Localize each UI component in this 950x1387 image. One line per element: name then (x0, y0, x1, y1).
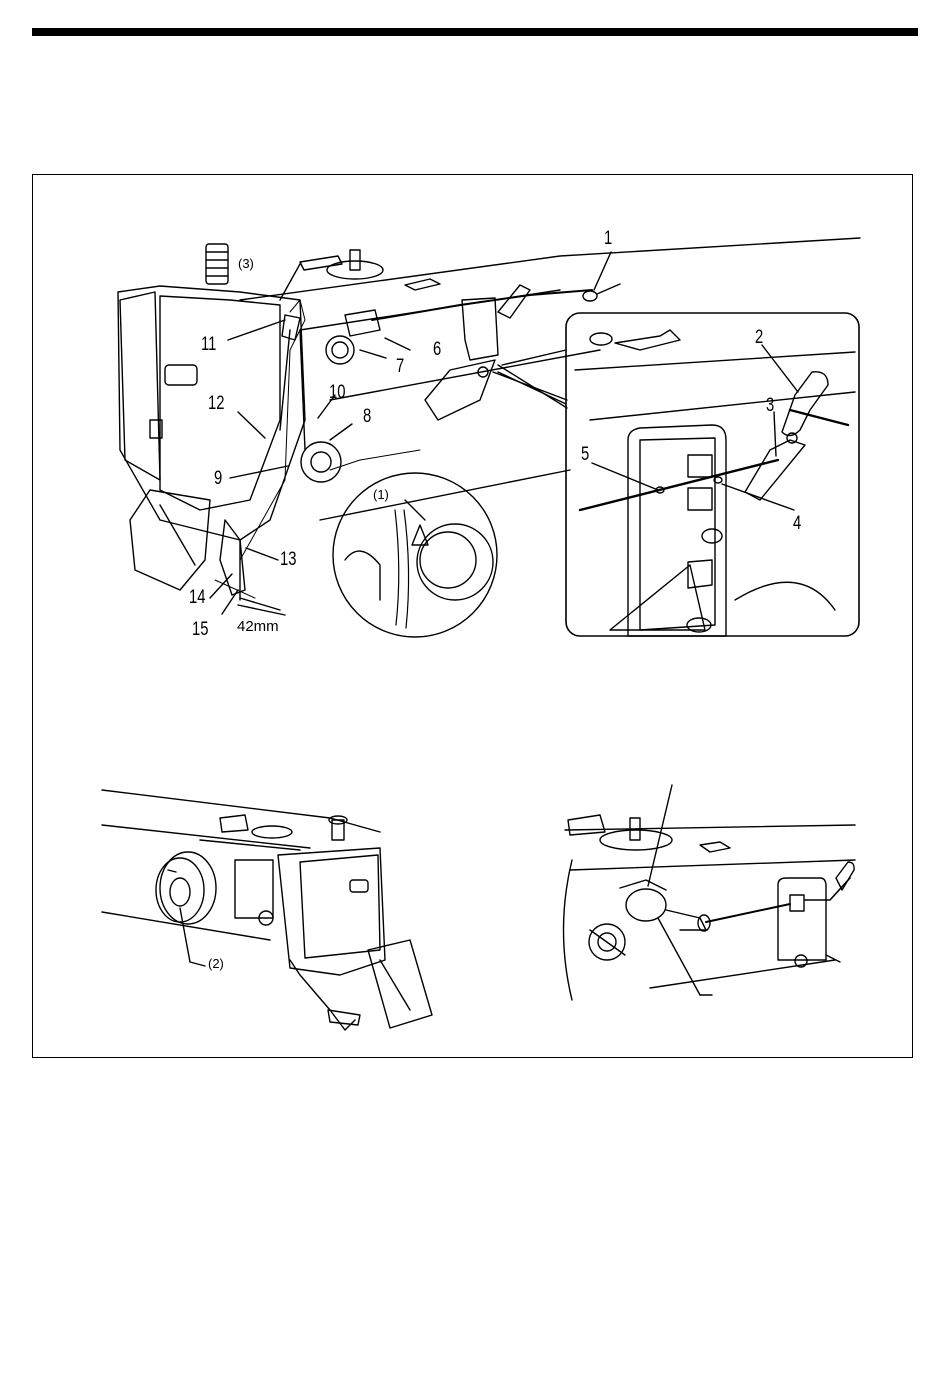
callout-13: 13 (280, 550, 296, 569)
callout-3: 3 (766, 396, 774, 415)
callout-11: 11 (201, 335, 216, 354)
machine-head-illustration (118, 238, 860, 615)
callout-4: 4 (793, 514, 801, 533)
callout-1: 1 (604, 229, 612, 248)
callout-10: 10 (329, 383, 345, 402)
callout-paren-3: (3) (238, 257, 254, 270)
callout-9: 9 (214, 469, 222, 488)
callout-8: 8 (363, 407, 371, 426)
callout-12: 12 (208, 394, 224, 413)
tension-disc-inset (333, 473, 497, 637)
callout-paren-1: (1) (373, 488, 389, 501)
callout-7: 7 (396, 357, 404, 376)
thread-path-illustration (564, 785, 856, 1000)
handwheel-illustration (102, 790, 432, 1030)
callout-14: 14 (189, 588, 205, 607)
callout-6: 6 (433, 340, 441, 359)
callout-15: 15 (192, 620, 208, 639)
measurement-label: 42mm (237, 619, 279, 634)
callout-2: 2 (755, 328, 763, 347)
callout-paren-2: (2) (208, 957, 224, 970)
callout-5: 5 (581, 445, 589, 464)
